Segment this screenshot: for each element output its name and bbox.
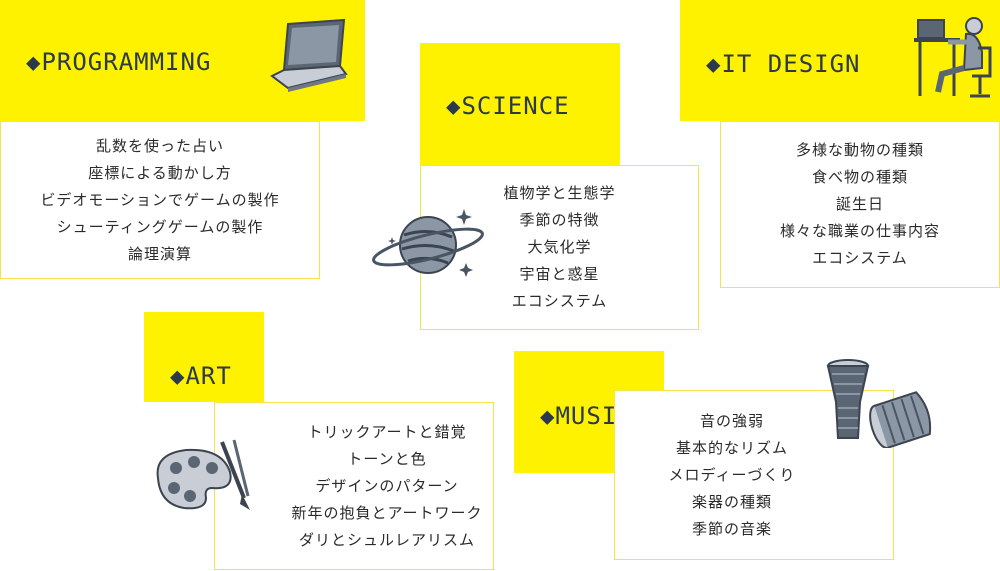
topic-item: ビデオモーションでゲームの製作 [40, 190, 280, 209]
topic-item: 論理演算 [127, 244, 192, 263]
science-heading-box [420, 43, 620, 165]
topic-item: 食べ物の種類 [811, 168, 908, 186]
topic-item: トリックアートと錯覚 [307, 422, 467, 441]
topic-item: 植物学と生態学 [503, 184, 616, 202]
topic-item: 新年の抱負とアートワーク [291, 503, 483, 522]
topic-item: 宇宙と惑星 [519, 265, 600, 283]
topic-item: 誕生日 [835, 195, 884, 213]
topic-item: エコシステム [812, 249, 908, 267]
topic-item: 基本的なリズム [675, 438, 788, 457]
topic-item: 季節の特徴 [519, 211, 600, 229]
topic-item: トーンと色 [347, 449, 427, 468]
topic-item: 座標による動かし方 [88, 163, 232, 182]
topic-item: デザインのパターン [315, 476, 459, 495]
topic-item: 多様な動物の種類 [795, 141, 924, 159]
palette-icon [156, 439, 250, 510]
planet-icon [372, 209, 484, 277]
programming-topics: 乱数を使った占い 座標による動かし方 ビデオモーションでゲームの製作 シューティ… [0, 121, 320, 279]
it-design-topics: 多様な動物の種類 食べ物の種類 誕生日 様々な職業の仕事内容 エコシステム [720, 121, 1000, 288]
topic-item: シューティングゲームの製作 [56, 217, 264, 236]
art-heading: ◆ART [170, 362, 232, 390]
it-design-heading-box [680, 0, 1000, 121]
topic-item: 大気化学 [527, 238, 592, 256]
topic-item: 様々な職業の仕事内容 [779, 222, 940, 240]
topic-item: メロディーづくり [668, 465, 796, 484]
science-heading: ◆SCIENCE [446, 92, 570, 120]
topic-item: ダリとシュルレアリスム [298, 530, 475, 549]
laptop-icon [270, 18, 348, 92]
programming-heading: ◆PROGRAMMING [26, 48, 212, 76]
art-heading-box [144, 312, 264, 402]
topic-item: 季節の音楽 [691, 519, 772, 538]
topic-item: エコシステム [511, 292, 608, 310]
art-topics: トリックアートと錯覚 トーンと色 デザインのパターン 新年の抱負とアートワーク … [214, 402, 494, 570]
topic-item: 乱数を使った占い [95, 136, 224, 155]
drums-icon [826, 359, 932, 448]
topic-item: 音の強弱 [699, 411, 764, 430]
person-at-desk-icon [914, 17, 992, 98]
topic-item: 楽器の種類 [691, 492, 772, 511]
it-design-heading: ◆IT DESIGN [706, 50, 861, 78]
